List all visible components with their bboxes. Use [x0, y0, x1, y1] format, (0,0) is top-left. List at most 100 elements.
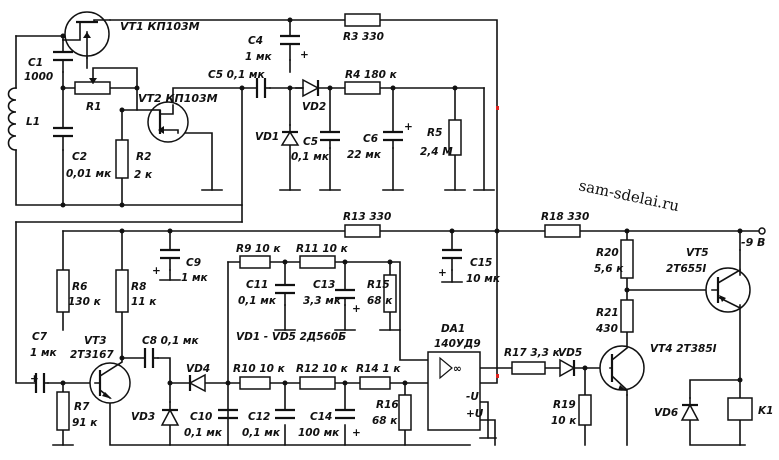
opamp-da1: [427, 351, 481, 431]
r18-body: [544, 224, 581, 238]
label-r21v: 430: [595, 323, 618, 335]
label-r1: R1: [86, 101, 101, 113]
label-r5v: 2,4 М: [420, 146, 453, 158]
resistors: [56, 13, 634, 431]
r2-body: [115, 139, 129, 179]
inductor-l1: [7, 87, 17, 151]
r16-body: [398, 394, 412, 431]
vt4-bjt: [599, 345, 645, 396]
r8-body: [115, 269, 129, 313]
label-r3: R3 330: [343, 31, 384, 43]
label-da1: DA1: [441, 323, 465, 335]
r3-body: [344, 13, 381, 27]
svg-text:+: +: [438, 267, 447, 279]
label-c11v: 0,1 мк: [238, 295, 277, 307]
label-r12: R12 10 к: [296, 363, 349, 375]
label-c9: C9: [186, 257, 201, 269]
label-c14: C14: [310, 411, 332, 423]
red-mark-2: [496, 374, 499, 378]
label-c15: C15: [470, 257, 492, 269]
svg-text:+: +: [30, 373, 39, 385]
label-c10: C10: [190, 411, 212, 423]
label-vd4: VD4: [186, 363, 210, 375]
label-r7v: 91 к: [72, 417, 98, 429]
label-r18: R18 330: [541, 211, 589, 223]
r15-body: [383, 274, 397, 313]
label-vt2: VT2 КП103М: [138, 92, 218, 105]
watermark: sam-sdelai.ru: [577, 176, 681, 215]
label-vt5: VT5: [686, 247, 709, 259]
label-vd1: VD1: [255, 131, 279, 143]
label-r8: R8: [131, 281, 146, 293]
ground-symbols: [52, 189, 497, 446]
label-c4v: 1 мк: [245, 51, 273, 63]
vt1-fet: [62, 11, 111, 59]
label-da1t: 140УД9: [434, 338, 481, 350]
label-vt1: VT1 КП103М: [120, 20, 200, 33]
r5-body: [448, 119, 462, 156]
svg-text:+: +: [300, 49, 309, 61]
label-vd3: VD3: [131, 411, 155, 423]
label-r6: R6: [72, 281, 87, 293]
label-c2v: 0,01 мк: [66, 168, 112, 180]
wiring: [15, 19, 761, 446]
diodes: [160, 78, 700, 426]
label-r14: R14 1 к: [356, 363, 401, 375]
label-r19v: 10 к: [551, 415, 577, 427]
label-supply: -9 В: [741, 236, 765, 249]
junction-dots: [60, 17, 743, 386]
label-c12: C12: [248, 411, 270, 423]
label-r19: R19: [553, 399, 576, 411]
label-r21: R21: [596, 307, 619, 319]
label-l1: L1: [26, 116, 40, 128]
label-vd2: VD2: [302, 101, 326, 113]
relay-k1: [727, 397, 753, 421]
label-c5top: C5 0,1 мк: [208, 69, 266, 81]
label-vt4: VT4 2Т385I: [650, 343, 717, 355]
label-vd5: VD5: [558, 347, 582, 359]
r1-wiper-arrow: [89, 78, 97, 84]
svg-text:+: +: [352, 427, 361, 439]
r14-body: [359, 376, 391, 390]
label-c10v: 0,1 мк: [184, 427, 223, 439]
label-r17: R17 3,3 к: [504, 347, 561, 359]
label-c11: C11: [246, 279, 268, 291]
label-r6v: 130 к: [68, 296, 102, 308]
label-c13: C13: [313, 279, 335, 291]
svg-text:+: +: [404, 121, 413, 133]
label-c5v: 0,1 мк: [291, 151, 330, 163]
label-r10: R10 10 к: [233, 363, 286, 375]
label-vd6: VD6: [654, 407, 678, 419]
svg-text:+: +: [352, 303, 361, 315]
label-c7: C7: [32, 331, 48, 343]
label-r15v: 68 к: [367, 295, 393, 307]
r4-body: [344, 81, 381, 95]
label-c2: C2: [72, 151, 87, 163]
label-r20: R20: [596, 247, 619, 259]
label-r4: R4 180 к: [345, 69, 398, 81]
r6-body: [56, 269, 70, 313]
polarity-marks: + + + + + + +: [30, 49, 447, 439]
r9-body: [239, 255, 271, 269]
label-r7: R7: [74, 401, 90, 413]
label-c12v: 0,1 мк: [242, 427, 281, 439]
label-c15v: 10 мк: [466, 273, 501, 285]
label-r13: R13 330: [343, 211, 391, 223]
r20-body: [620, 239, 634, 279]
label-r11: R11 10 к: [296, 243, 349, 255]
r21-body: [620, 299, 634, 333]
red-mark-1: [496, 106, 499, 110]
r13-body: [344, 224, 381, 238]
label-c1: C1: [28, 57, 43, 69]
r7-body: [56, 391, 70, 431]
label-r5: R5: [427, 127, 442, 139]
label-pin-minus-u: -U: [466, 391, 479, 403]
label-r2: R2: [136, 151, 151, 163]
label-vt5t: 2Т655I: [666, 263, 706, 275]
capacitors: [34, 34, 462, 420]
vt2-fet: [147, 101, 189, 143]
r11-body: [299, 255, 336, 269]
label-r9: R9 10 к: [236, 243, 281, 255]
label-r15: R15: [367, 279, 390, 291]
